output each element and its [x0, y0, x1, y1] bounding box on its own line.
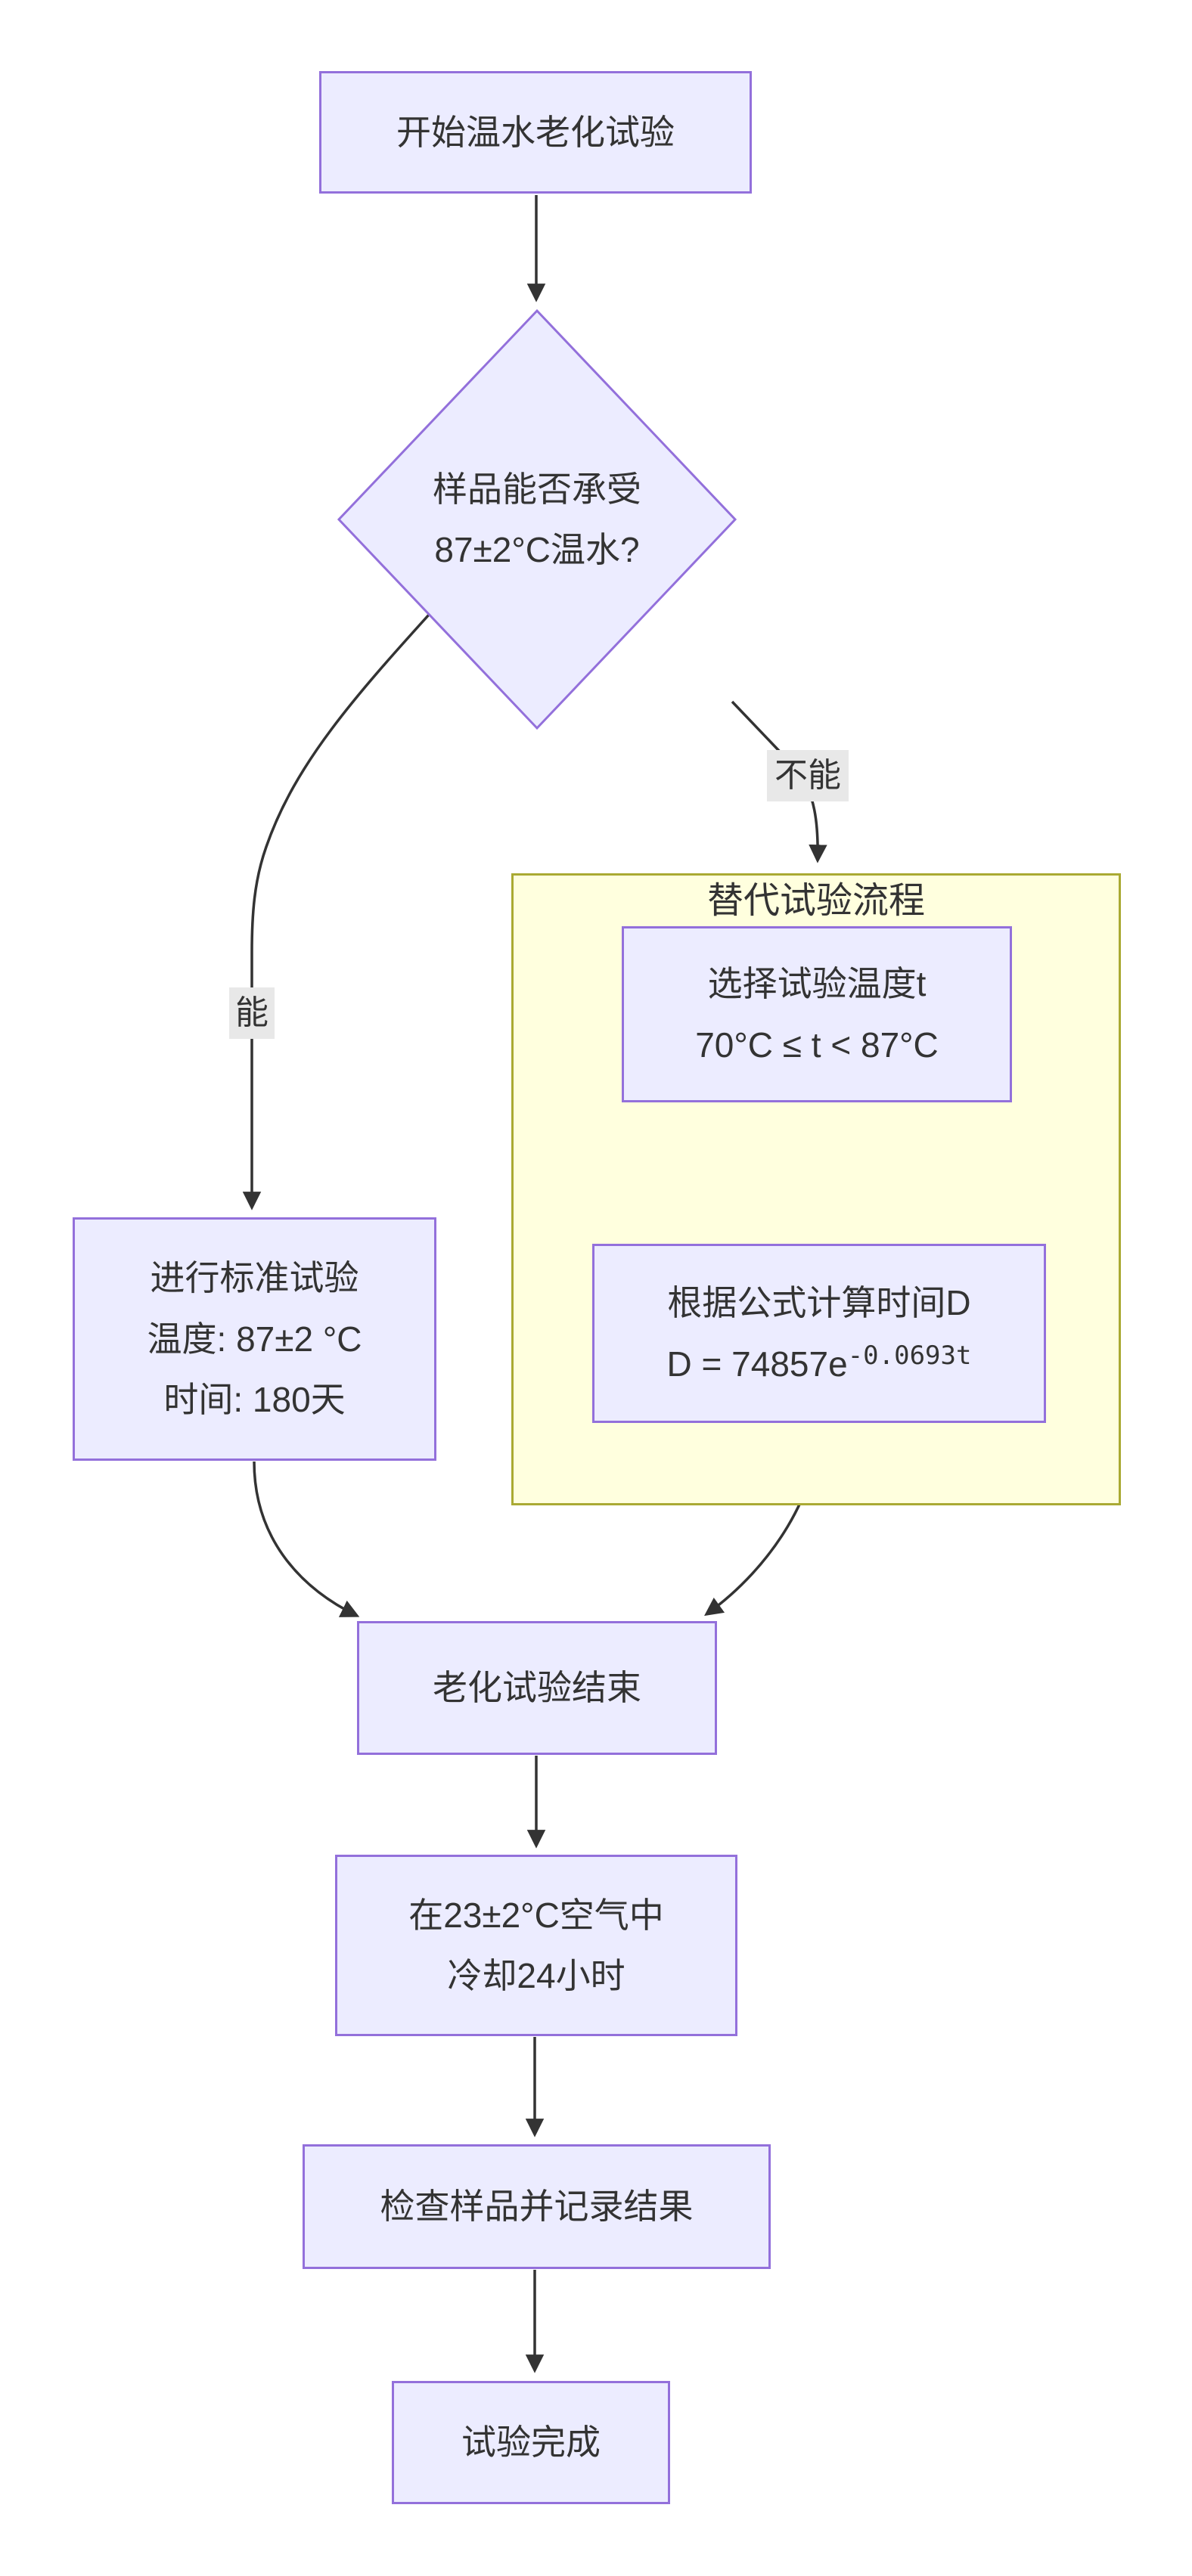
node-select-temperature: 选择试验温度t 70°C ≤ t < 87°C	[622, 926, 1012, 1102]
node-formula: 根据公式计算时间D D = 74857e-0.0693t	[592, 1244, 1046, 1423]
node-inspect: 检查样品并记录结果	[303, 2144, 771, 2269]
node-aging-end-label: 老化试验结束	[433, 1668, 641, 1708]
edge-standard-to-aging-end	[253, 1461, 360, 1617]
decision-diamond-shape	[337, 308, 737, 730]
node-standard-test: 进行标准试验 温度: 87±2 °C 时间: 180天	[73, 1217, 436, 1461]
node-formula-line-1: 根据公式计算时间D	[667, 1283, 971, 1322]
node-standard-line-2: 温度: 87±2 °C	[147, 1319, 362, 1359]
node-start-label: 开始温水老化试验	[396, 112, 675, 152]
node-inspect-label: 检查样品并记录结果	[380, 2187, 694, 2227]
node-decision-line-2: 87±2°C温水?	[434, 530, 640, 569]
node-decision-line-1: 样品能否承受	[433, 469, 641, 509]
edge-label-can-text: 能	[235, 994, 269, 1031]
edge-decision-to-standard	[242, 605, 438, 1211]
subgraph-title: 替代试验流程	[706, 881, 925, 921]
node-cooling: 在23±2°C空气中 冷却24小时	[335, 1855, 737, 2036]
node-select-temp-line-2: 70°C ≤ t < 87°C	[695, 1025, 939, 1065]
node-cooling-line-2: 冷却24小时	[447, 1956, 625, 1995]
node-decision: 样品能否承受 87±2°C温水?	[386, 436, 688, 603]
node-done-label: 试验完成	[461, 2423, 601, 2463]
node-aging-end: 老化试验结束	[357, 1621, 717, 1755]
node-standard-line-1: 进行标准试验	[150, 1258, 359, 1298]
node-start: 开始温水老化试验	[319, 71, 752, 194]
edge-label-cannot-text: 不能	[774, 756, 841, 794]
edge-label-can: 能	[229, 987, 275, 1039]
node-cooling-line-1: 在23±2°C空气中	[408, 1895, 664, 1935]
edge-label-cannot: 不能	[767, 750, 849, 801]
node-standard-line-3: 时间: 180天	[163, 1380, 346, 1420]
node-done: 试验完成	[392, 2381, 670, 2504]
formula-base: D = 74857e	[666, 1344, 848, 1384]
formula-exponent: -0.0693t	[847, 1340, 972, 1371]
node-select-temp-line-1: 选择试验温度t	[707, 964, 927, 1003]
node-formula-equation: D = 74857e-0.0693t	[667, 1334, 972, 1395]
